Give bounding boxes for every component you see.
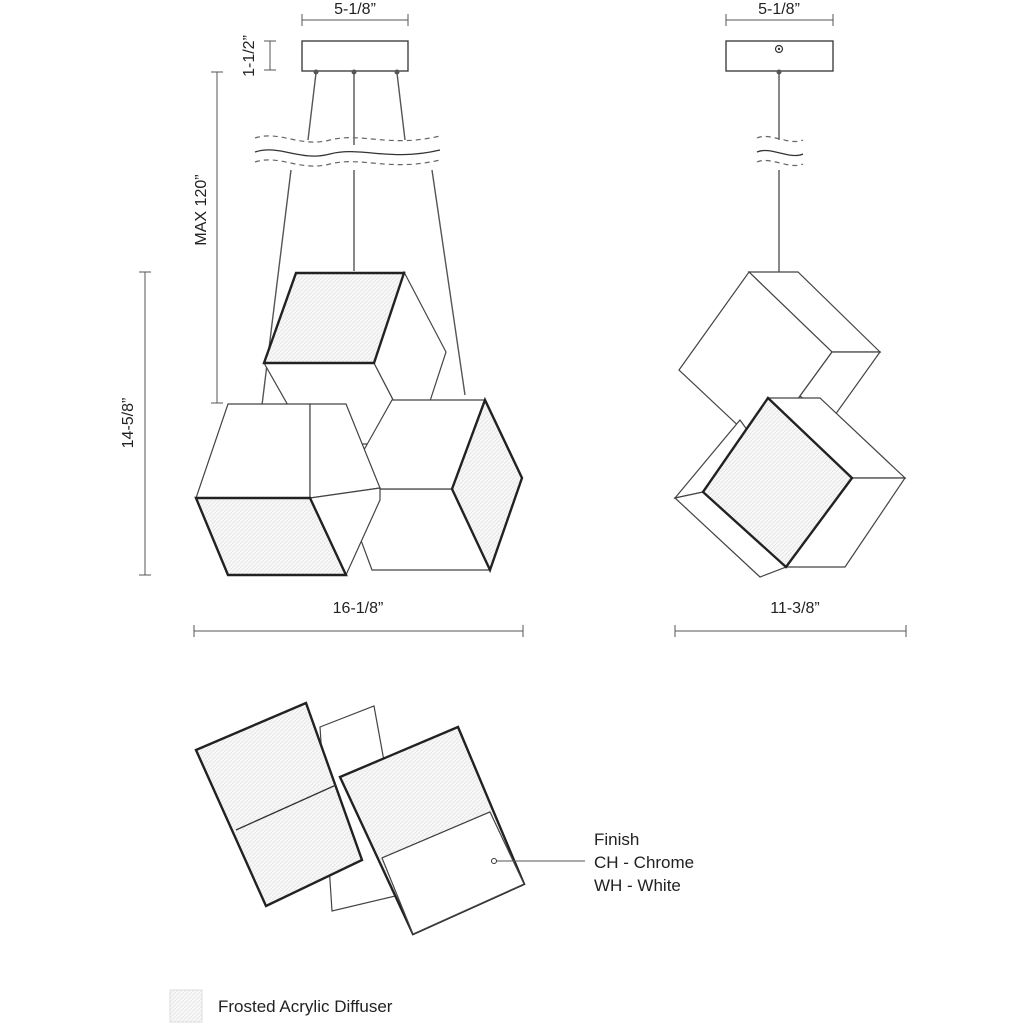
side-view: 5-1/8” 11-3 (673, 1, 907, 637)
canopy-width-label-side: 5-1/8” (758, 1, 800, 18)
body-width-dimension-front: 16-1/8” (193, 600, 524, 637)
body-height-dimension: 14-5/8” (120, 271, 151, 576)
canopy-front (301, 40, 409, 72)
max-drop-label: MAX 120” (193, 174, 210, 245)
cube-right-front (340, 396, 524, 574)
wire-break-symbol-front (254, 135, 441, 167)
max-drop-dimension: MAX 120” (193, 71, 223, 404)
canopy-height-dimension: 1-1/2” (241, 35, 276, 77)
finish-note: Finish CH - Chrome WH - White (594, 830, 694, 895)
legend-label: Frosted Acrylic Diffuser (218, 997, 393, 1016)
finish-option-white: WH - White (594, 876, 681, 895)
finish-option-chrome: CH - Chrome (594, 853, 694, 872)
body-width-label-front: 16-1/8” (333, 600, 384, 617)
canopy-width-dimension-front: 5-1/8” (301, 1, 409, 26)
legend: Frosted Acrylic Diffuser (169, 989, 393, 1023)
body-width-dimension-side: 11-3/8” (674, 600, 907, 637)
legend-swatch (169, 989, 203, 1023)
canopy-width-label-front: 5-1/8” (334, 1, 376, 18)
front-view: 5-1/8” 1-1/2” (120, 1, 524, 637)
finish-heading: Finish (594, 830, 639, 849)
body-height-label: 14-5/8” (120, 398, 137, 449)
top-view (194, 701, 585, 936)
wire-break-symbol-side (756, 136, 804, 166)
top-view-left-panel (194, 701, 364, 908)
body-width-label-side: 11-3/8” (770, 600, 820, 617)
canopy-width-dimension-side: 5-1/8” (725, 1, 834, 26)
cube-left-front (194, 403, 381, 577)
cube-front-side (673, 396, 907, 578)
canopy-height-label: 1-1/2” (241, 35, 258, 77)
